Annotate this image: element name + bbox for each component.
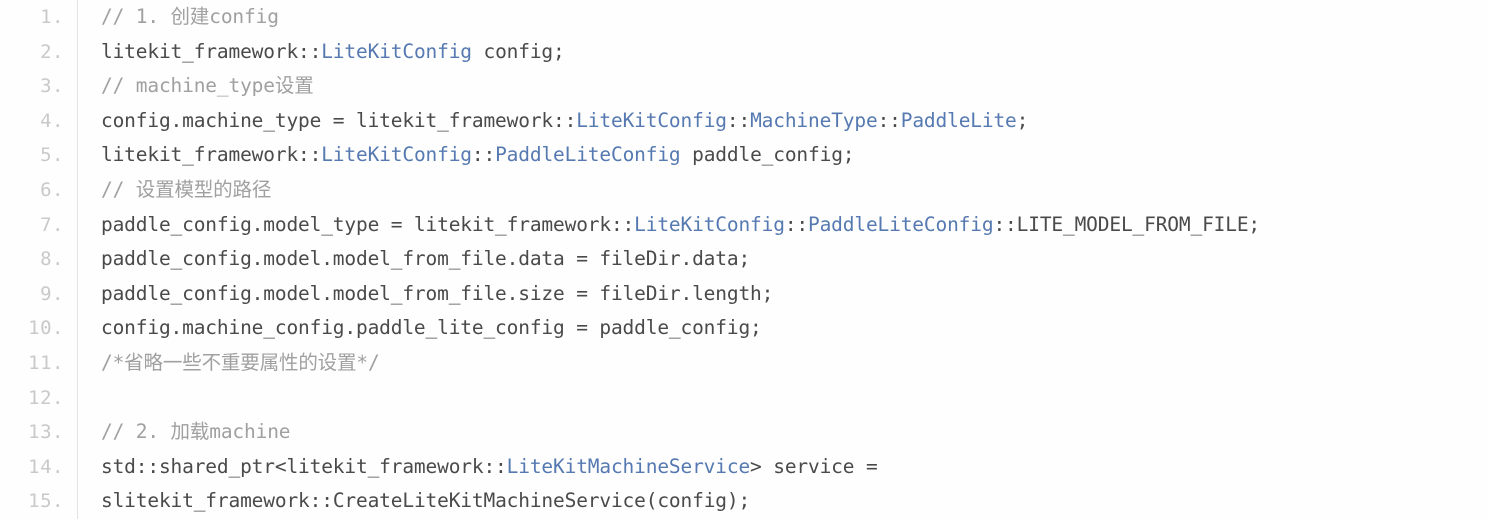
line-number: 11. bbox=[28, 351, 64, 374]
line-number: 13. bbox=[28, 421, 64, 444]
code-token-comment: // machine_type设置 bbox=[101, 74, 314, 98]
line-number: 4. bbox=[40, 109, 64, 132]
code-token-plain: slitekit_framework:: bbox=[101, 489, 333, 513]
code-token-type: PaddleLite bbox=[900, 108, 1017, 132]
line-number: 5. bbox=[40, 144, 64, 167]
code-line[interactable]: /*省略一些不重要属性的设置*/ bbox=[101, 346, 1488, 381]
code-token-plain: :: bbox=[784, 212, 808, 236]
code-line[interactable]: paddle_config.model.model_from_file.data… bbox=[101, 242, 1488, 277]
code-line[interactable]: // 2. 加载machine bbox=[101, 415, 1488, 450]
code-token-plain: :: bbox=[877, 108, 901, 132]
line-number: 7. bbox=[40, 213, 64, 236]
code-token-plain: paddle_config.model_type = litekit_frame… bbox=[101, 212, 635, 236]
code-line[interactable]: // 1. 创建config bbox=[101, 0, 1488, 35]
line-number: 15. bbox=[28, 490, 64, 513]
code-token-plain: paddle_config; bbox=[680, 143, 855, 167]
line-number: 6. bbox=[40, 178, 64, 201]
code-line[interactable]: paddle_config.model_type = litekit_frame… bbox=[101, 208, 1488, 243]
code-line[interactable] bbox=[101, 381, 1488, 416]
code-token-plain: config; bbox=[471, 39, 565, 63]
code-line[interactable]: slitekit_framework::CreateLiteKitMachine… bbox=[101, 484, 1488, 519]
code-line[interactable]: litekit_framework::LiteKitConfig config; bbox=[101, 35, 1488, 70]
code-token-plain: :: bbox=[471, 143, 496, 167]
line-number: 1. bbox=[40, 6, 64, 28]
code-token-type: LiteKitConfig bbox=[634, 212, 785, 236]
code-token-plain: ::LITE_MODEL_FROM_FILE; bbox=[993, 212, 1261, 236]
line-number: 12. bbox=[28, 386, 64, 409]
code-token-comment: /*省略一些不重要属性的设置*/ bbox=[101, 350, 380, 374]
line-number: 9. bbox=[40, 282, 64, 305]
line-number: 8. bbox=[40, 248, 64, 271]
code-line[interactable]: config.machine_config.paddle_lite_config… bbox=[101, 311, 1488, 346]
code-line[interactable]: config.machine_type = litekit_framework:… bbox=[101, 104, 1488, 139]
code-token-plain: config.machine_config.paddle_lite_config… bbox=[101, 316, 762, 340]
code-line[interactable]: // 设置模型的路径 bbox=[101, 173, 1488, 208]
code-token-plain: litekit_framework:: bbox=[101, 39, 322, 63]
code-token-plain: litekit_framework:: bbox=[101, 143, 322, 167]
code-token-comment: // 2. 加载machine bbox=[101, 420, 291, 444]
line-number: 2. bbox=[40, 40, 64, 63]
line-number: 3. bbox=[40, 75, 64, 98]
code-token-type: LiteKitConfig bbox=[321, 39, 472, 63]
code-token-plain: config.machine_type = litekit_framework:… bbox=[101, 108, 577, 132]
line-number-gutter: 1. 2. 3. 4. 5. 6. 7. 8. 9. 10. 11. 12. 13. 14. 15. bbox=[0, 0, 78, 519]
code-token-plain: ; bbox=[1016, 108, 1029, 132]
code-token-plain: paddle_config.model.model_from_file.data… bbox=[101, 247, 751, 271]
code-token-plain: std::shared_ptr<litekit_framework:: bbox=[101, 454, 507, 478]
line-number: 14. bbox=[28, 455, 64, 478]
code-token-type: LiteKitConfig bbox=[321, 143, 472, 167]
line-number: 10. bbox=[28, 317, 64, 340]
code-token-type: PaddleLiteConfig bbox=[808, 212, 994, 236]
code-token-comment: // 1. 创建config bbox=[101, 5, 279, 28]
code-line[interactable]: litekit_framework::LiteKitConfig::Paddle… bbox=[101, 138, 1488, 173]
code-line[interactable]: // machine_type设置 bbox=[101, 69, 1488, 104]
code-token-type: LiteKitConfig bbox=[576, 108, 727, 132]
code-token-plain: > service = bbox=[750, 454, 878, 478]
code-line[interactable]: std::shared_ptr<litekit_framework::LiteK… bbox=[101, 450, 1488, 485]
code-token-type: PaddleLiteConfig bbox=[495, 143, 681, 167]
code-token-function: CreateLiteKitMachineService bbox=[332, 489, 646, 513]
code-token-plain: :: bbox=[726, 108, 751, 132]
code-token-plain: (config); bbox=[645, 489, 751, 513]
code-token-type: LiteKitMachineService bbox=[506, 454, 751, 478]
code-line[interactable]: paddle_config.model.model_from_file.size… bbox=[101, 277, 1488, 312]
code-token-comment: // 设置模型的路径 bbox=[101, 177, 272, 201]
code-token-plain: paddle_config.model.model_from_file.size… bbox=[101, 281, 774, 305]
code-token-type: MachineType bbox=[750, 108, 878, 132]
